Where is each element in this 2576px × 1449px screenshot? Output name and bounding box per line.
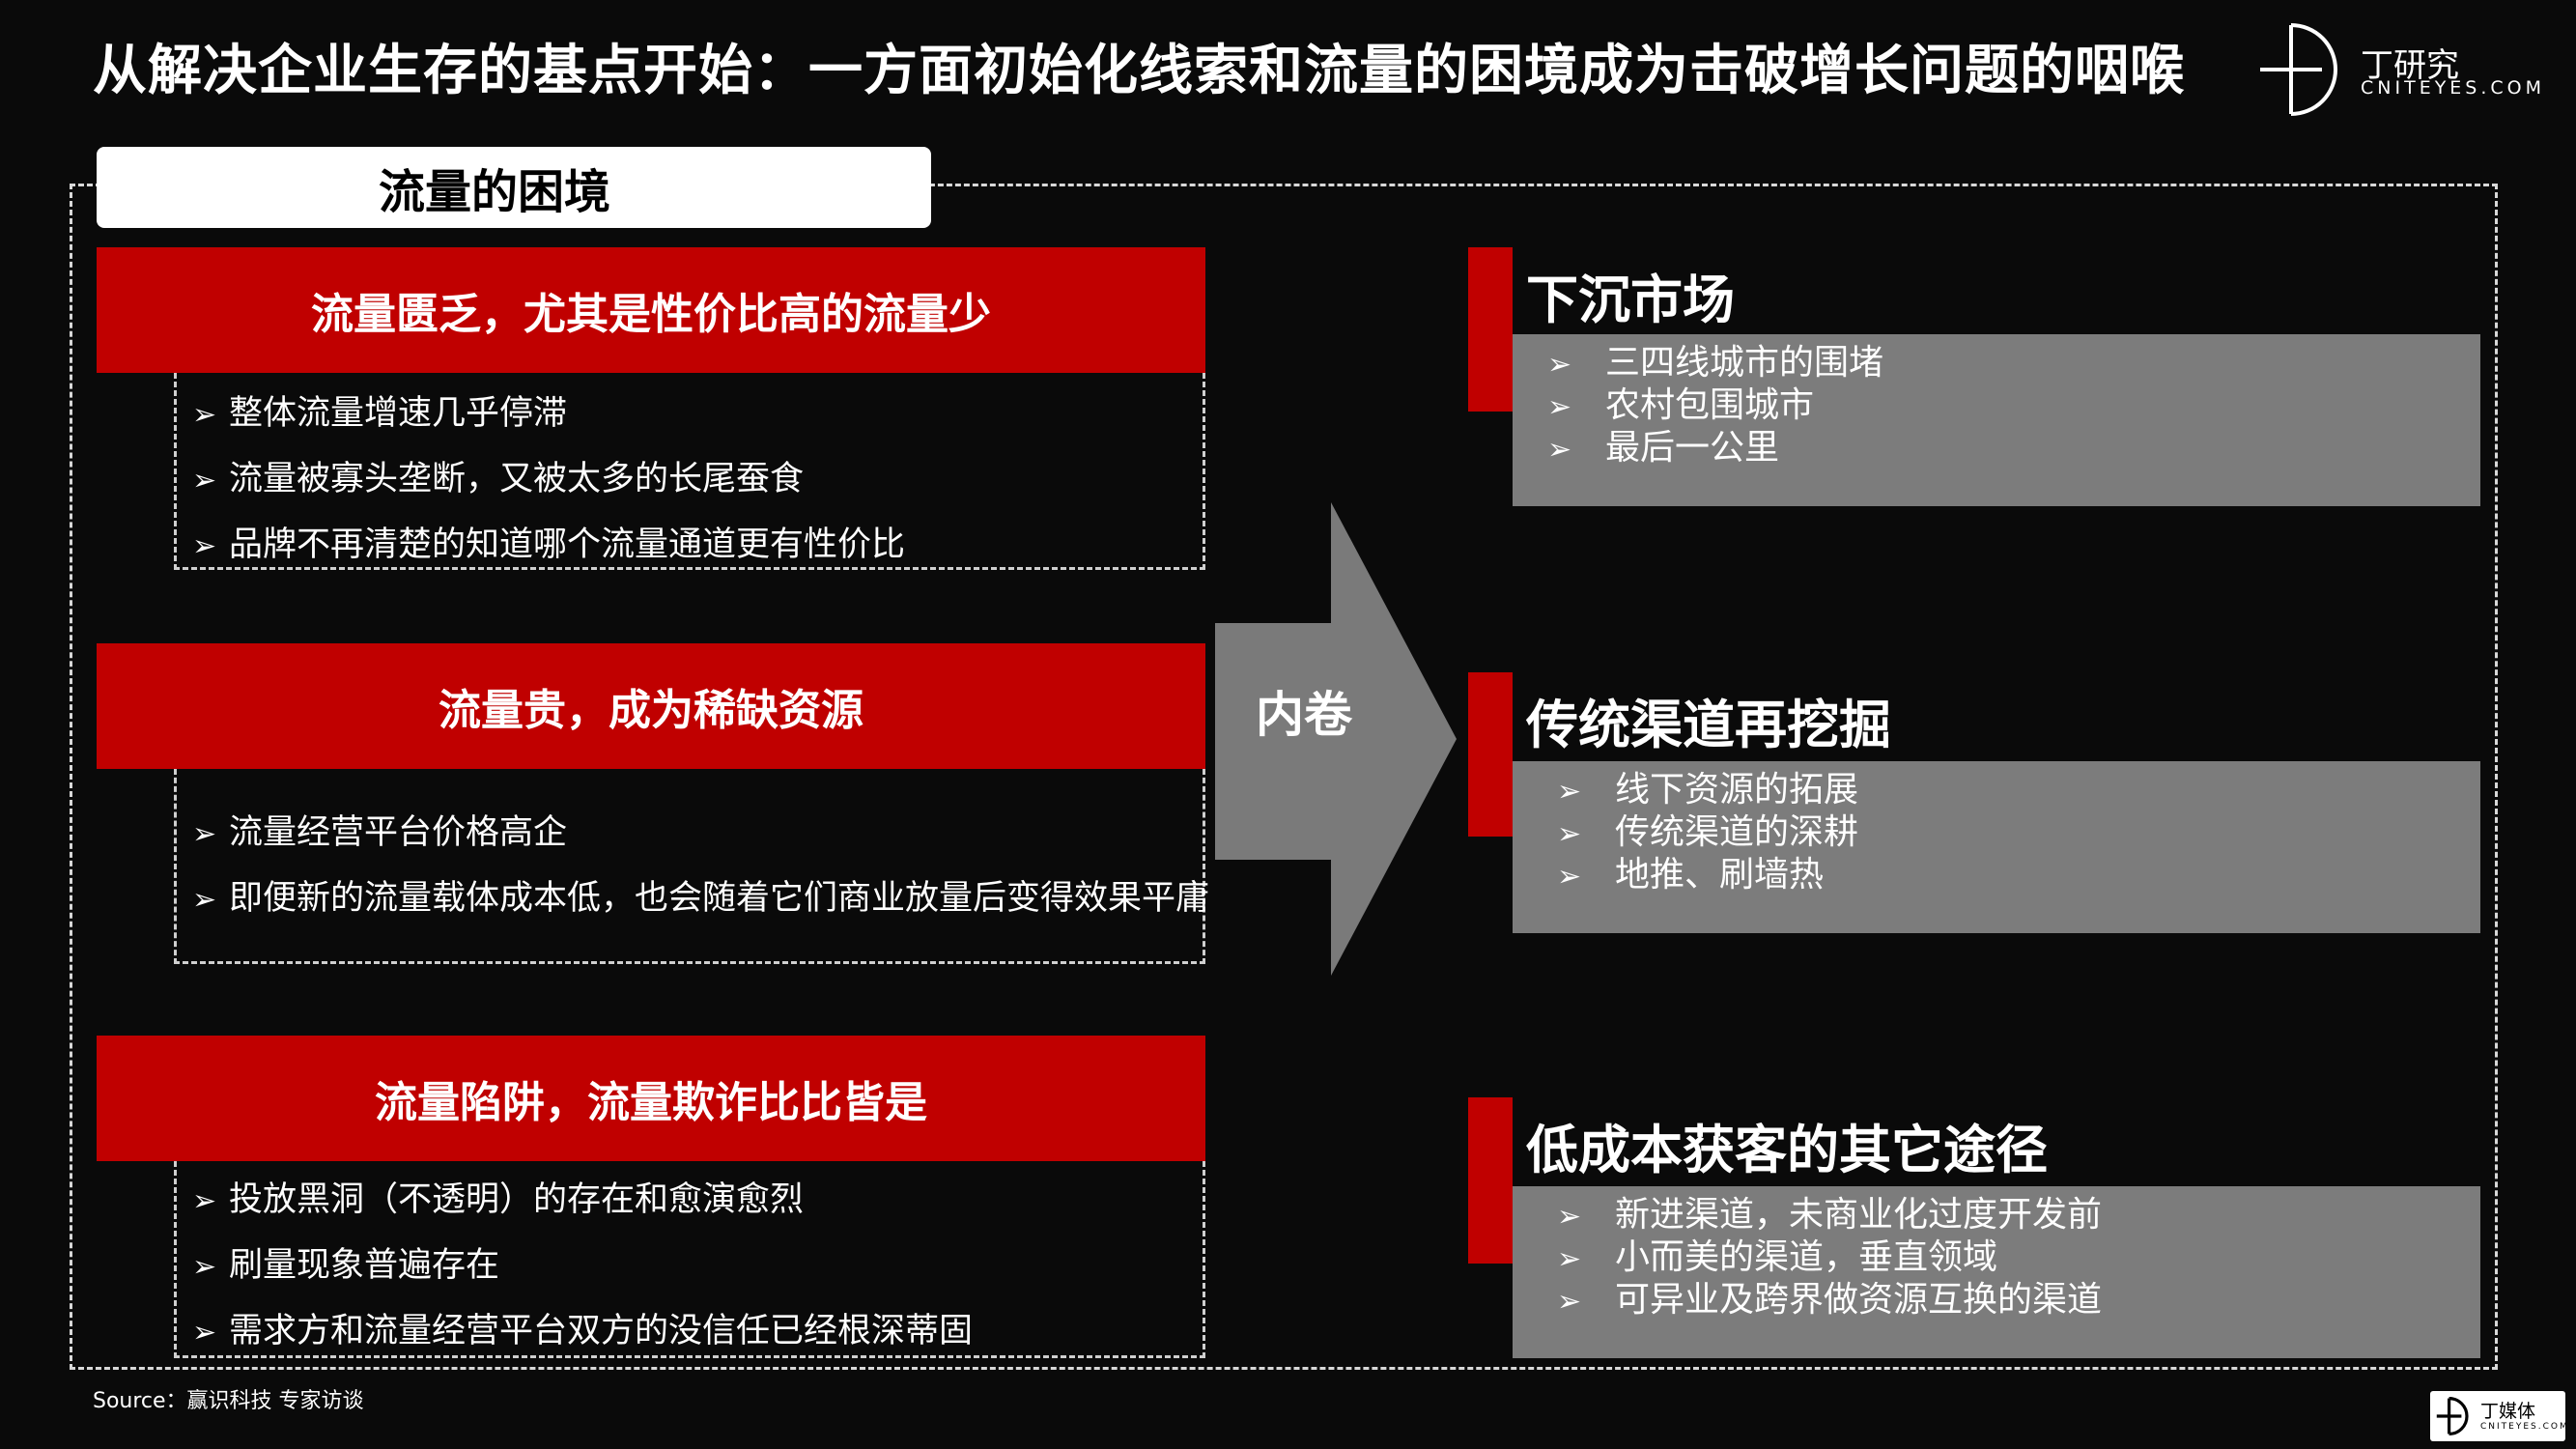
content-frame <box>70 184 2498 1370</box>
source-note: Source：赢识科技 专家访谈 <box>93 1389 364 1413</box>
arrow-bullet-icon: ➢ <box>1557 860 1582 894</box>
problem-body-3: ➢投放黑洞（不透明）的存在和愈演愈烈 ➢刷量现象普遍存在 ➢需求方和流量经营平台… <box>174 1161 1205 1358</box>
list-item: ➢最后一公里 <box>1547 427 2480 469</box>
problem-header-2: 流量贵，成为稀缺资源 <box>97 643 1205 769</box>
section-tab-label: 流量的困境 <box>378 165 610 219</box>
arrow-bullet-icon: ➢ <box>192 817 217 851</box>
list-item: ➢需求方和流量经营平台双方的没信任已经根深蒂固 <box>192 1298 1203 1364</box>
solution-accent-3 <box>1468 1097 1513 1264</box>
solution-title-2: 传统渠道再挖掘 <box>1526 695 1891 755</box>
badge-mark-icon <box>2436 1397 2469 1435</box>
list-item: ➢刷量现象普遍存在 <box>192 1233 1203 1298</box>
arrow-bullet-icon: ➢ <box>1557 1285 1582 1319</box>
list-item: ➢投放黑洞（不透明）的存在和愈演愈烈 <box>192 1167 1203 1233</box>
arrow-bullet-icon: ➢ <box>1557 1242 1582 1276</box>
media-badge: 丁媒体 CNITEYES.COM <box>2430 1391 2567 1441</box>
list-item: ➢可异业及跨界做资源互换的渠道 <box>1557 1279 2480 1321</box>
badge-name: 丁媒体 <box>2480 1401 2536 1422</box>
brand-domain: CNITEYES.COM <box>2361 77 2546 99</box>
brand-name: 丁研究 <box>2361 46 2459 85</box>
arrow-bullet-icon: ➢ <box>1547 433 1572 467</box>
arrow-bullet-icon: ➢ <box>192 398 217 432</box>
solution-box-3: ➢新进渠道，未商业化过度开发前 ➢小而美的渠道，垂直领域 ➢可异业及跨界做资源互… <box>1513 1186 2480 1358</box>
list-item: ➢流量被寡头垄断，又被太多的长尾蚕食 <box>192 446 1203 512</box>
arrow-bullet-icon: ➢ <box>1557 775 1582 809</box>
arrow-bullet-icon: ➢ <box>1547 348 1572 382</box>
arrow-bullet-icon: ➢ <box>192 529 217 563</box>
arrow-bullet-icon: ➢ <box>1557 1200 1582 1234</box>
solution-box-2: ➢线下资源的拓展 ➢传统渠道的深耕 ➢地推、刷墙热 <box>1513 761 2480 933</box>
arrow-bullet-icon: ➢ <box>192 883 217 917</box>
badge-domain: CNITEYES.COM <box>2480 1422 2569 1432</box>
arrow-bullet-icon: ➢ <box>192 1250 217 1284</box>
solution-title-1: 下沉市场 <box>1526 270 1735 330</box>
list-item: ➢新进渠道，未商业化过度开发前 <box>1557 1194 2480 1236</box>
solution-accent-2 <box>1468 672 1513 837</box>
brand-mark-icon <box>2260 23 2337 116</box>
problem-body-2: ➢流量经营平台价格高企 ➢即便新的流量载体成本低，也会随着它们商业放量后变得效果… <box>174 769 1209 964</box>
list-item: ➢农村包围城市 <box>1547 384 2480 427</box>
list-item: ➢地推、刷墙热 <box>1557 854 2480 896</box>
arrow-bullet-icon: ➢ <box>1547 390 1572 424</box>
arrow-bullet-icon: ➢ <box>192 464 217 497</box>
solution-title-3: 低成本获客的其它途径 <box>1526 1120 2048 1180</box>
list-item: ➢即便新的流量载体成本低，也会随着它们商业放量后变得效果平庸 <box>192 866 1209 931</box>
list-item: ➢线下资源的拓展 <box>1557 769 2480 811</box>
arrow-label: 内卷 <box>1256 687 1352 743</box>
list-item: ➢品牌不再清楚的知道哪个流量通道更有性价比 <box>192 512 1203 578</box>
arrow-bullet-icon: ➢ <box>1557 817 1582 851</box>
list-item: ➢三四线城市的围堵 <box>1547 342 2480 384</box>
arrow-bullet-icon: ➢ <box>192 1316 217 1350</box>
arrow-bullet-icon: ➢ <box>192 1184 217 1218</box>
page-title: 从解决企业生存的基点开始：一方面初始化线索和流量的困境成为击破增长问题的咽喉 <box>93 40 2185 102</box>
list-item: ➢传统渠道的深耕 <box>1557 811 2480 854</box>
list-item: ➢流量经营平台价格高企 <box>192 800 1203 866</box>
section-tab: 流量的困境 <box>97 147 931 228</box>
problem-header-1: 流量匮乏，尤其是性价比高的流量少 <box>97 247 1205 373</box>
list-item: ➢小而美的渠道，垂直领域 <box>1557 1236 2480 1279</box>
solution-box-1: ➢三四线城市的围堵 ➢农村包围城市 ➢最后一公里 <box>1513 334 2480 506</box>
brand-logo: 丁研究 CNITEYES.COM <box>2258 21 2541 118</box>
problem-header-3: 流量陷阱，流量欺诈比比皆是 <box>97 1036 1205 1161</box>
solution-accent-1 <box>1468 247 1513 412</box>
problem-body-1: ➢整体流量增速几乎停滞 ➢流量被寡头垄断，又被太多的长尾蚕食 ➢品牌不再清楚的知… <box>174 373 1205 570</box>
list-item: ➢整体流量增速几乎停滞 <box>192 381 1203 446</box>
right-arrow-icon <box>1215 502 1457 976</box>
